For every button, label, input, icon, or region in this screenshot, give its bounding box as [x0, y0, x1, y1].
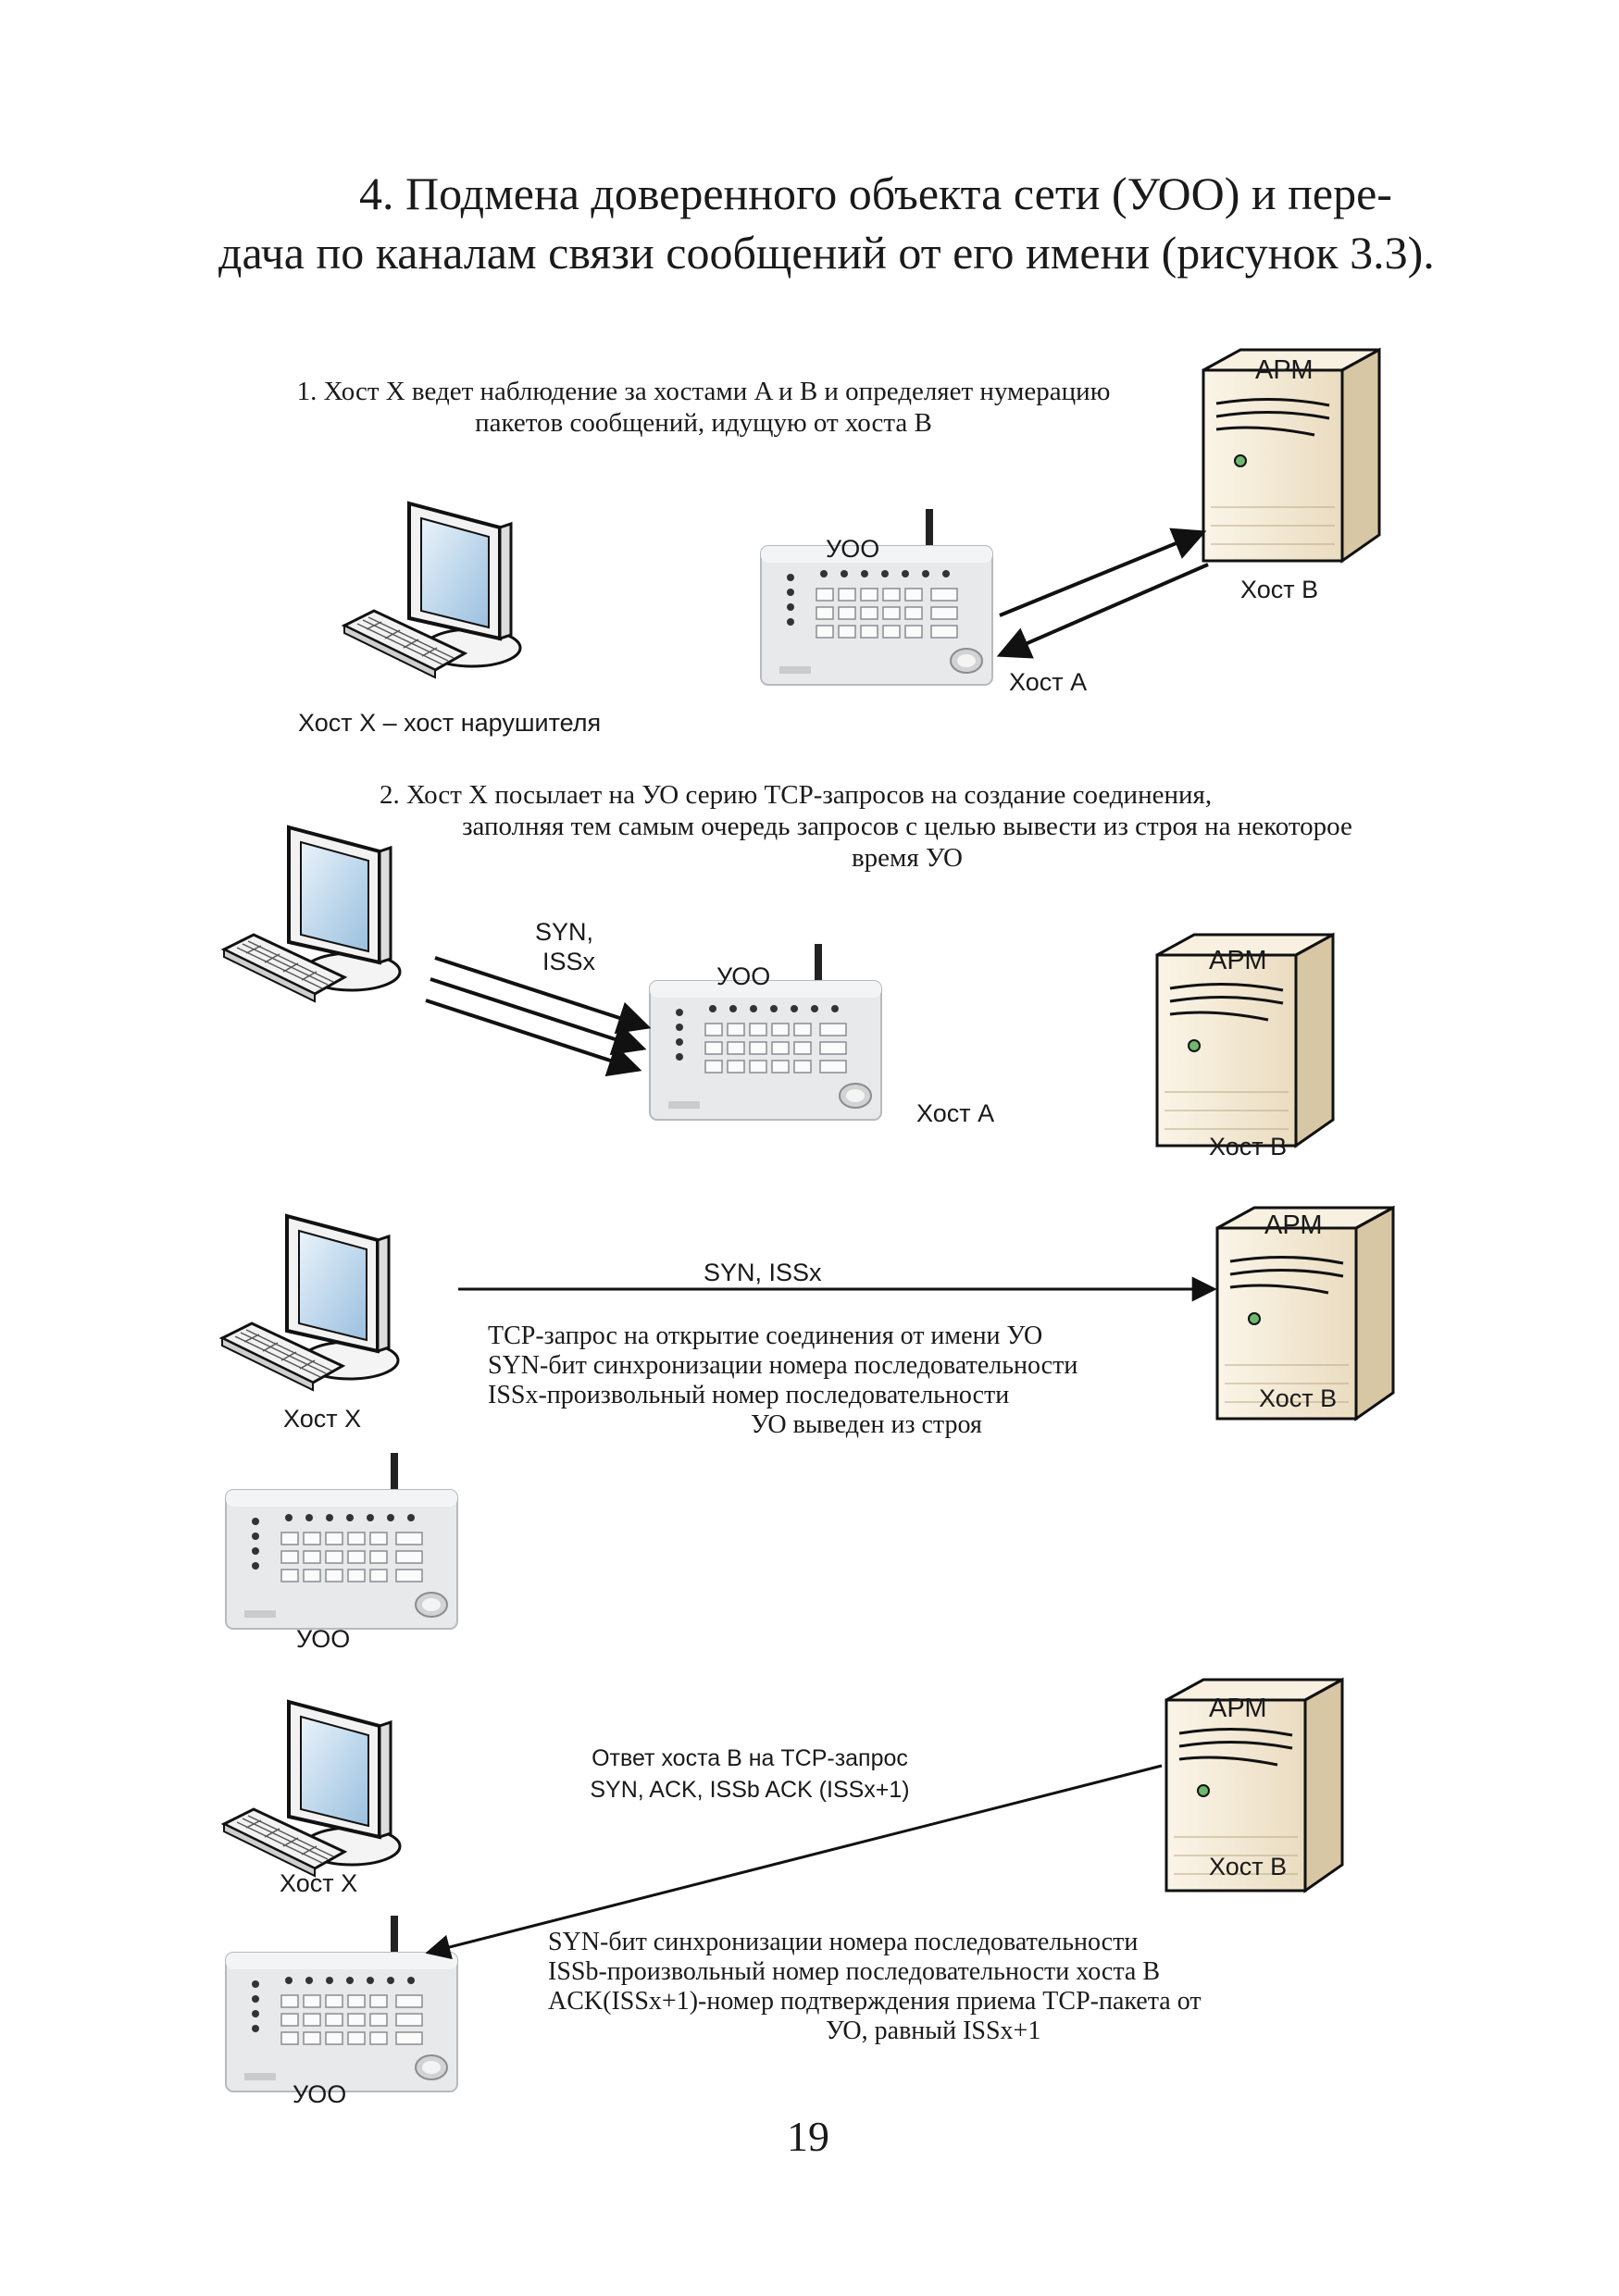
server-label: АРМ: [1264, 1210, 1323, 1240]
uoo-label: УОО: [716, 962, 771, 990]
heading-line-2: дача по каналам связи сообщений от его и…: [218, 227, 1435, 279]
step3-note-line-3: ISSx-произвольный номер последовательнос…: [488, 1381, 1010, 1409]
step4-reply-line-1: Ответ хоста B на TCP-запрос: [592, 1745, 908, 1771]
uoo-label: УОО: [826, 535, 880, 563]
server-label: АРМ: [1209, 1694, 1267, 1723]
syn-label-line-2: ISSx: [542, 948, 596, 975]
page-number: 19: [787, 2113, 829, 2160]
syn-issx-label: SYN, ISSx: [704, 1259, 822, 1286]
step3-note-line-2: SYN-бит синхронизации номера последовате…: [488, 1351, 1078, 1380]
step2-caption-line-3: время УО: [851, 843, 964, 873]
syn-label-line-1: SYN,: [535, 918, 594, 946]
computer-icon: [222, 1700, 402, 1878]
host-b-label: Хост B: [1259, 1384, 1338, 1412]
syn-arrow-2: [430, 977, 647, 1056]
host-x-label: Хост X: [280, 1869, 358, 1897]
host-x-label: Хост X: [283, 1405, 362, 1433]
step1-caption-line-1: 1. Хост X ведет наблюдение за хостами A …: [296, 377, 1111, 406]
step3-note: TCP-запрос на открытие соединения от име…: [488, 1322, 1228, 1440]
step2-caption: 2. Хост X посылает на УО серию TCP-запро…: [361, 779, 1453, 874]
server-label: АРМ: [1255, 355, 1314, 385]
arrow-a-to-b: [999, 527, 1207, 617]
step4-note: SYN-бит синхронизации номера последовате…: [548, 1928, 1381, 2046]
server-label: АРМ: [1209, 946, 1267, 975]
host-b-label: Хост B: [1209, 1133, 1288, 1160]
step4-note-line-4: УО, равный ISSx+1: [826, 2017, 1041, 2045]
syn-arrow-1: [434, 956, 652, 1035]
computer-icon: [220, 1214, 400, 1392]
host-b-label: Хост B: [1209, 1853, 1288, 1880]
syn-ack-arrow: [425, 1764, 1163, 1960]
alarm-device-icon: [225, 1452, 458, 1630]
alarm-device-icon: [225, 1915, 458, 2092]
step2-caption-line-1: 2. Хост X посылает на УО серию TCP-запро…: [380, 780, 1213, 810]
step3-note-line-1: TCP-запрос на открытие соединения от име…: [488, 1322, 1043, 1350]
step4-note-line-3: ACK(ISSx+1)-номер подтверждения приема T…: [548, 1987, 1202, 2016]
host-a-label: Хост А: [1009, 668, 1088, 696]
heading-line-1: 4. Подмена доверенного объекта сети (УОО…: [359, 168, 1392, 219]
host-a-label: Хост А: [916, 1099, 995, 1127]
step4-note-line-2: ISSb-произвольный номер последовательнос…: [548, 1957, 1161, 1986]
step3-note-line-4: УО выведен из строя: [751, 1410, 982, 1439]
step2-caption-line-2: заполняя тем самым очередь запросов с це…: [462, 812, 1352, 841]
arrow-b-to-a: [996, 563, 1209, 659]
host-b-label: Хост B: [1240, 576, 1319, 603]
step1-caption: 1. Хост X ведет наблюдение за хостами A …: [204, 376, 1203, 439]
uoo-label: УОО: [293, 2080, 347, 2108]
step1-caption-line-2: пакетов сообщений, идущую от хоста B: [475, 408, 932, 438]
syn-arrow-3: [425, 999, 642, 1077]
computer-icon: [342, 502, 522, 679]
step4-note-line-1: SYN-бит синхронизации номера последовате…: [548, 1928, 1139, 1956]
uoo-label: УОО: [296, 1625, 351, 1653]
host-x-label: Хост X – хост нарушителя: [298, 709, 602, 737]
step4-reply-line-2: SYN, ACK, ISSb ACK (ISSx+1): [590, 1777, 910, 1803]
step4-reply: Ответ хоста B на TCP-запрос SYN, ACK, IS…: [528, 1743, 972, 1806]
